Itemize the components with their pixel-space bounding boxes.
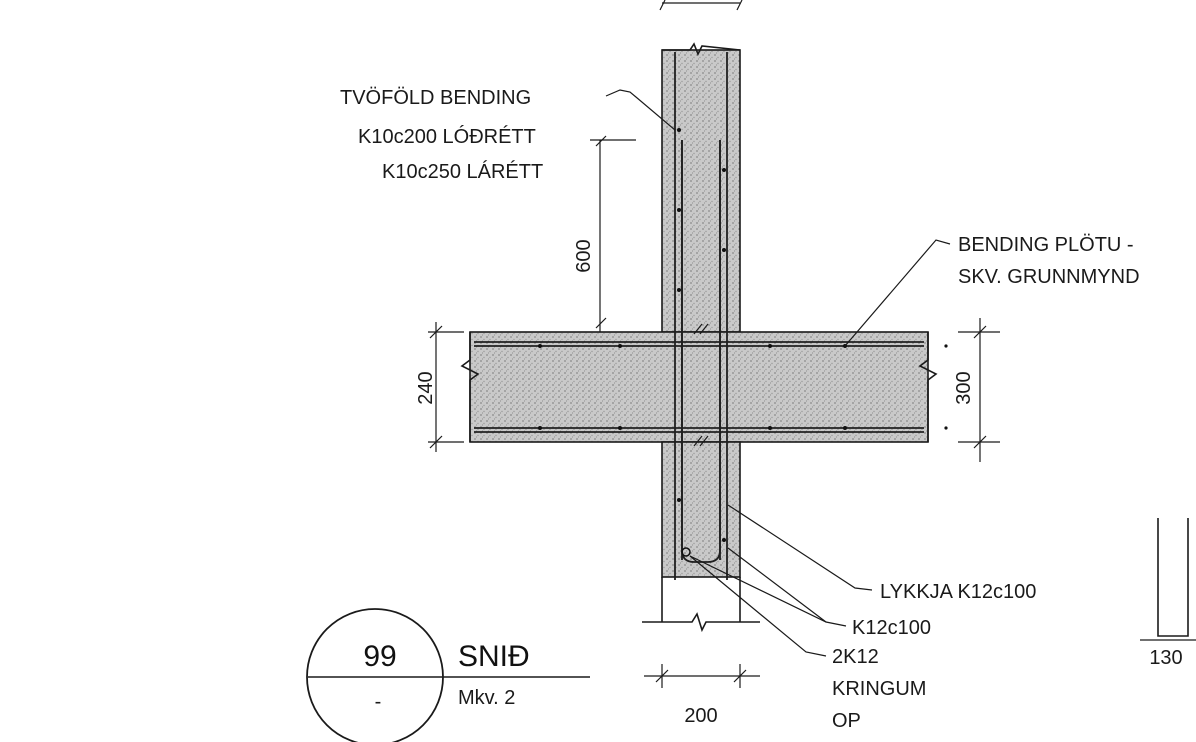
top-dimension (659, 0, 743, 11)
svg-text:OP: OP (832, 710, 861, 732)
dimension-slab-left: 240 (415, 322, 464, 452)
dimension-wall-thickness: 200 (644, 664, 760, 727)
title-block: 99 - SNIÐ Mkv. 2 (306, 608, 590, 742)
slab-reinforcement (474, 341, 924, 433)
label-twofold-reinforcement: TVÖFÖLD BENDING (340, 87, 676, 131)
scale-label: Mkv. 2 (458, 687, 515, 709)
svg-text:LYKKJA K12c100: LYKKJA K12c100 (880, 581, 1036, 603)
label-opening-bars: 2K12 KRINGUM OP (689, 555, 926, 732)
section-title: SNIÐ (458, 640, 530, 673)
svg-text:2K12: 2K12 (832, 646, 879, 668)
svg-text:K12c100: K12c100 (852, 617, 931, 639)
svg-text:600: 600 (573, 239, 595, 272)
svg-text:BENDING PLÖTU -: BENDING PLÖTU - (958, 234, 1134, 256)
svg-text:300: 300 (953, 371, 975, 404)
svg-text:KRINGUM: KRINGUM (832, 678, 926, 700)
label-slab-reinforcement: BENDING PLÖTU - SKV. GRUNNMYND (844, 234, 1140, 347)
svg-text:K10c200 LÓÐRÉTT: K10c200 LÓÐRÉTT (358, 125, 536, 148)
dimension-slab-right: 300 (944, 318, 1000, 462)
wall-reinforcement (674, 52, 728, 580)
dimension-lap-length: 600 (573, 135, 607, 332)
side-detail: 130 (1140, 518, 1196, 669)
slab (460, 331, 938, 443)
svg-text:240: 240 (415, 371, 437, 404)
detail-number: 99 (363, 640, 396, 673)
wall-lower (642, 441, 760, 633)
label-loop: LYKKJA K12c100 (727, 504, 1036, 603)
svg-text:200: 200 (684, 705, 717, 727)
wall-upper (661, 42, 741, 333)
svg-text:SKV. GRUNNMYND: SKV. GRUNNMYND (958, 266, 1140, 288)
label-bars-k12: K12c100 (689, 547, 931, 639)
label-horizontal-bars: K10c250 LÁRÉTT (382, 160, 543, 183)
detail-bubble (306, 608, 444, 742)
svg-text:130: 130 (1149, 647, 1182, 669)
svg-text:TVÖFÖLD BENDING: TVÖFÖLD BENDING (340, 87, 531, 109)
label-vertical-bars: K10c200 LÓÐRÉTT (358, 125, 636, 148)
sheet-ref: - (375, 691, 382, 713)
svg-text:K10c250 LÁRÉTT: K10c250 LÁRÉTT (382, 160, 543, 183)
